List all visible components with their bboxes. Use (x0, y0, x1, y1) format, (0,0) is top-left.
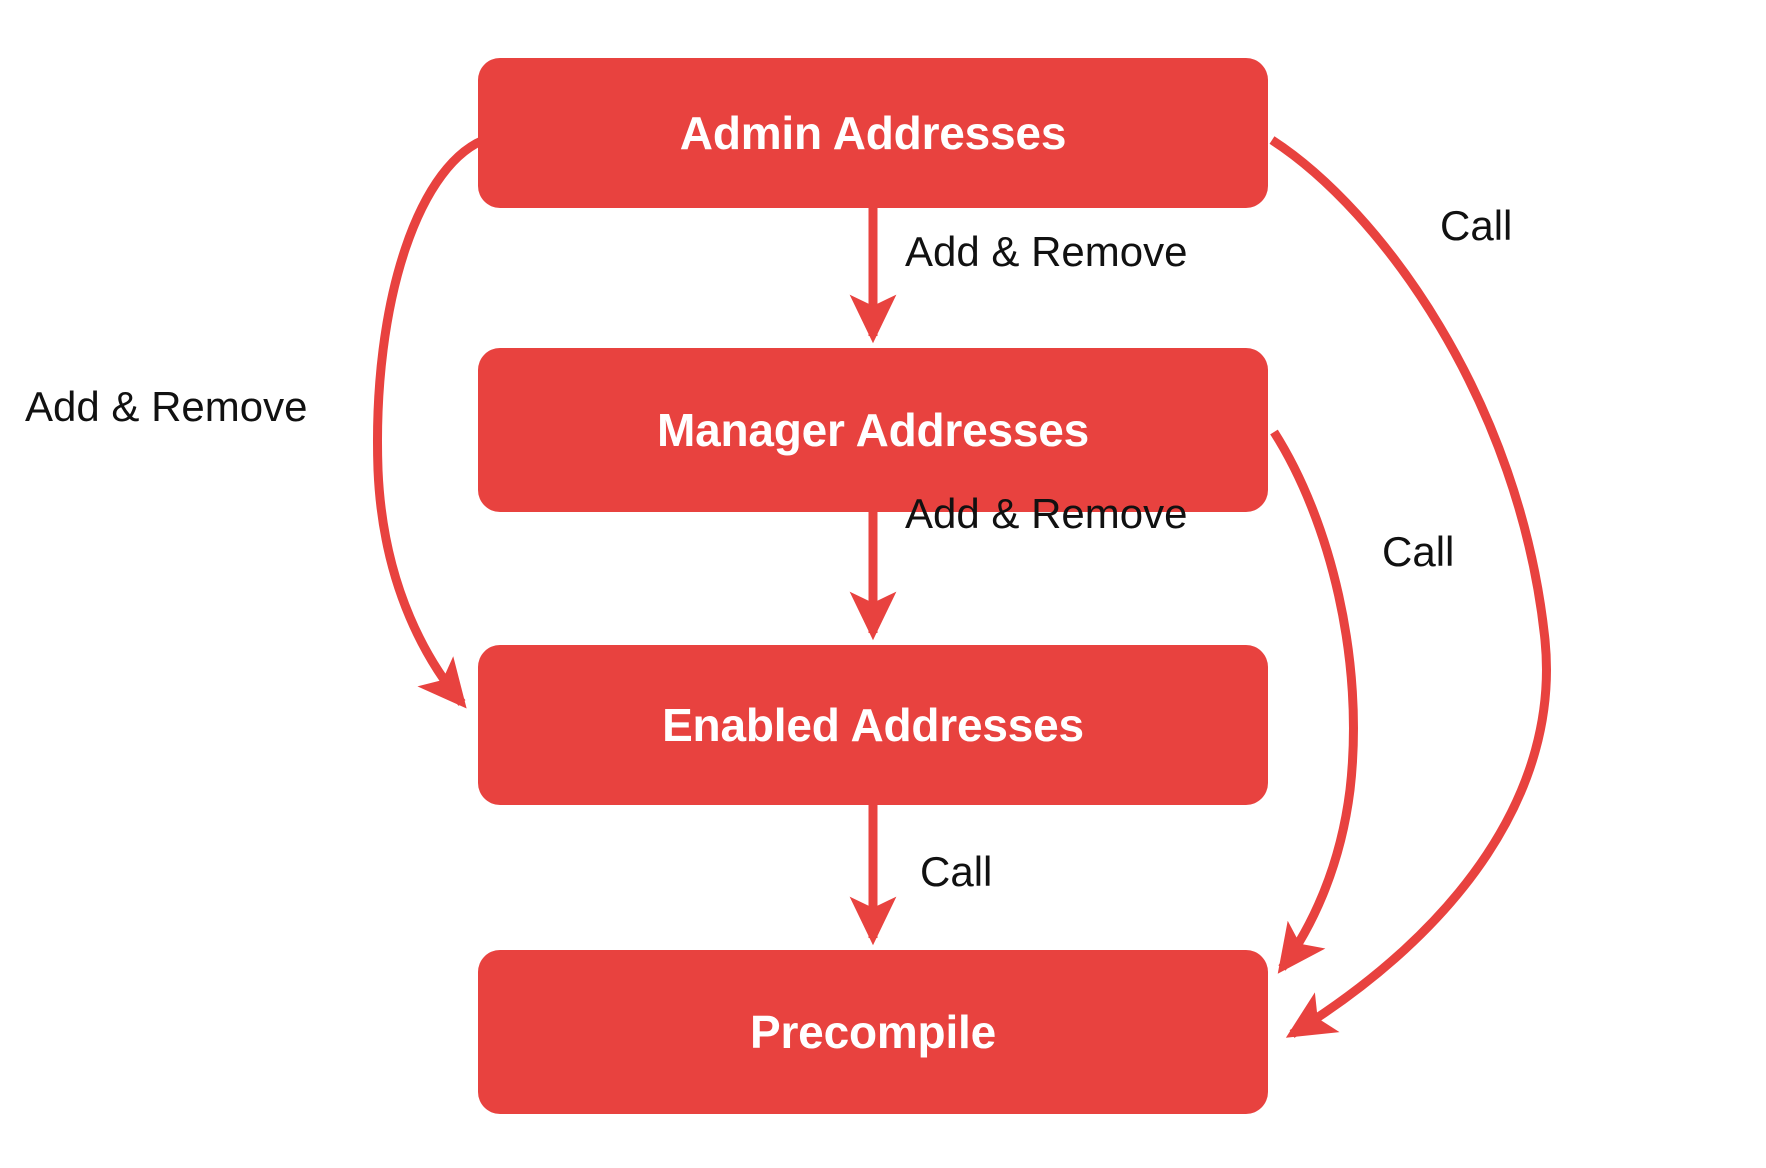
edge-label-manager-to-precompile: Call (1382, 528, 1455, 575)
edge-manager-to-precompile (1270, 429, 1358, 974)
node-label: Enabled Addresses (662, 699, 1084, 751)
edge-admin-to-precompile (1269, 136, 1551, 1038)
edge-label-admin-to-manager: Add & Remove (905, 228, 1188, 275)
edge-label-admin-to-precompile: Call (1440, 202, 1513, 249)
node-label: Manager Addresses (656, 404, 1090, 456)
node-admin-addresses[interactable]: Admin Addresses (478, 58, 1268, 208)
node-enabled-addresses[interactable]: Enabled Addresses (478, 645, 1268, 805)
node-label: Admin Addresses (679, 107, 1067, 159)
node-manager-addresses[interactable]: Manager Addresses (478, 348, 1268, 512)
edge-label-admin-to-enabled: Add & Remove (25, 383, 308, 430)
node-label: Precompile (750, 1006, 996, 1058)
node-precompile[interactable]: Precompile (478, 950, 1268, 1114)
edge-admin-to-enabled (373, 133, 491, 709)
edge-label-enabled-to-precompile: Call (920, 848, 993, 895)
edge-label-manager-to-enabled: Add & Remove (905, 490, 1188, 537)
